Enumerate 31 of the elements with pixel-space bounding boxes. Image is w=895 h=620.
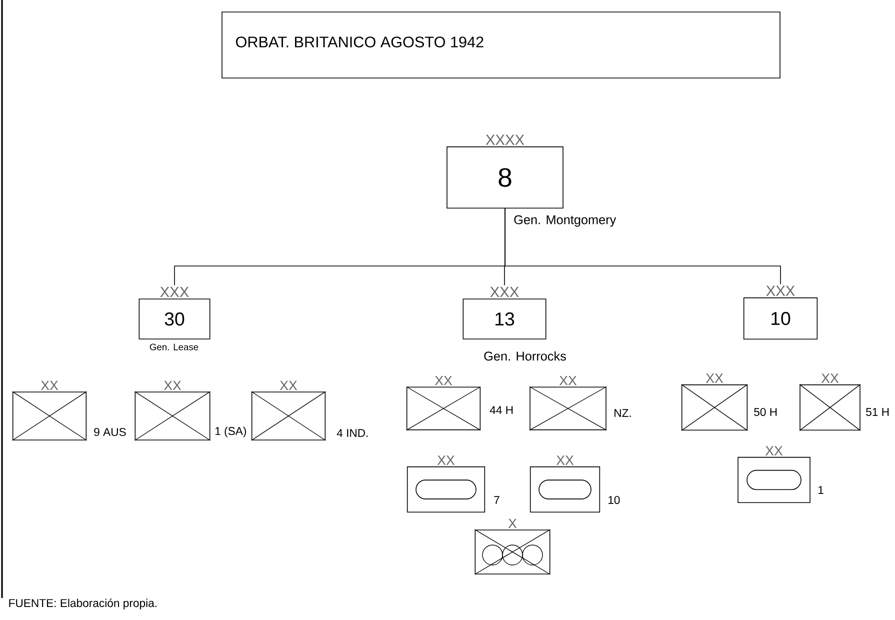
- echelon-mark: XX: [821, 374, 839, 383]
- echelon-mark: XX: [706, 374, 724, 383]
- connector-line: [504, 208, 781, 285]
- echelon-mark: XX: [40, 380, 58, 390]
- echelon-mark: XXXX: [486, 134, 524, 145]
- unit-label: 9 AUS: [94, 428, 126, 436]
- unit-label: Gen. Montgomery: [514, 215, 616, 227]
- echelon-mark: XX: [556, 456, 574, 465]
- unit-label: 1 (SA): [215, 426, 246, 438]
- echelon-mark: XX: [280, 380, 298, 390]
- unit-label: 44 H: [490, 406, 513, 414]
- unit-label: Gen. Horrocks: [484, 351, 566, 361]
- echelon-mark: XX: [164, 380, 182, 390]
- title-box: ORBAT. BRITANICO AGOSTO 1942: [222, 12, 780, 78]
- unit-label: 50 H: [754, 408, 777, 416]
- unit-label: 51 H: [866, 408, 889, 416]
- unit-label: 10: [608, 496, 620, 504]
- source-note: FUENTE: Elaboración propia.: [9, 598, 156, 610]
- unit-label: NZ.: [614, 409, 631, 417]
- echelon-mark: XX: [559, 376, 577, 386]
- unit-label: 4 IND.: [336, 429, 368, 437]
- unit-label: 7: [494, 496, 500, 504]
- echelon-mark: XX: [437, 456, 455, 465]
- unit-label: Gen. Lease: [150, 344, 198, 350]
- echelon-mark: XXX: [160, 286, 189, 297]
- echelon-mark: XXX: [766, 286, 795, 296]
- echelon-mark: XX: [765, 446, 783, 456]
- echelon-mark: X: [508, 518, 517, 528]
- echelon-mark: XXX: [490, 286, 519, 297]
- unit-label: 1: [818, 486, 824, 494]
- echelon-mark: XX: [434, 376, 452, 386]
